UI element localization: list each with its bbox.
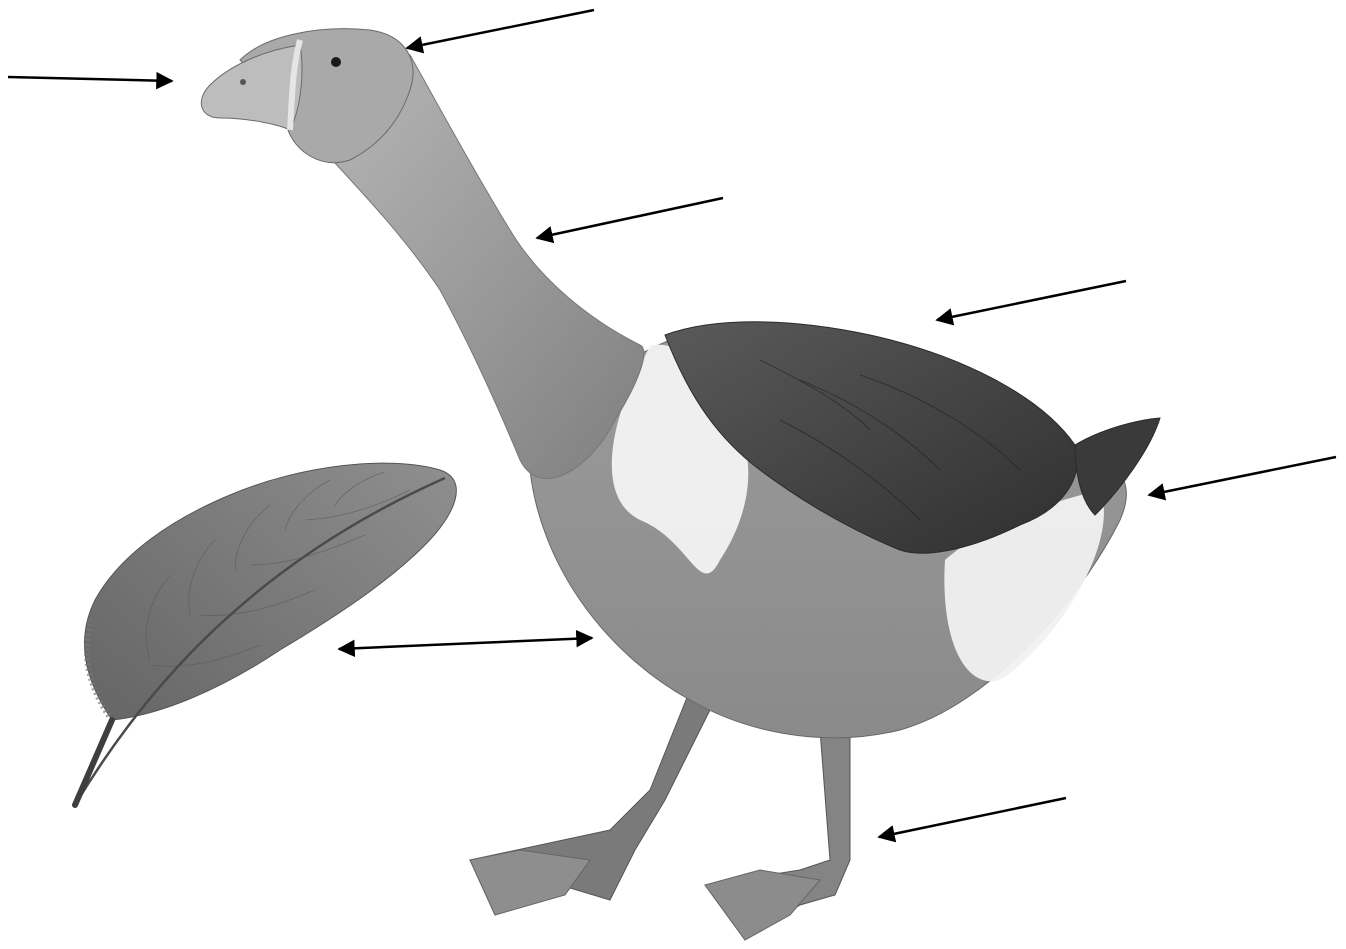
arrow-feather-body [339,638,592,649]
arrow-foot [879,798,1066,837]
arrow-beak [8,77,172,81]
eye [331,57,341,67]
feather-illustration [75,463,456,805]
arrow-tail [1149,457,1336,495]
arrow-wing [937,281,1126,320]
nostril [240,79,246,85]
arrow-neck [537,198,723,238]
arrow-head [407,10,594,48]
